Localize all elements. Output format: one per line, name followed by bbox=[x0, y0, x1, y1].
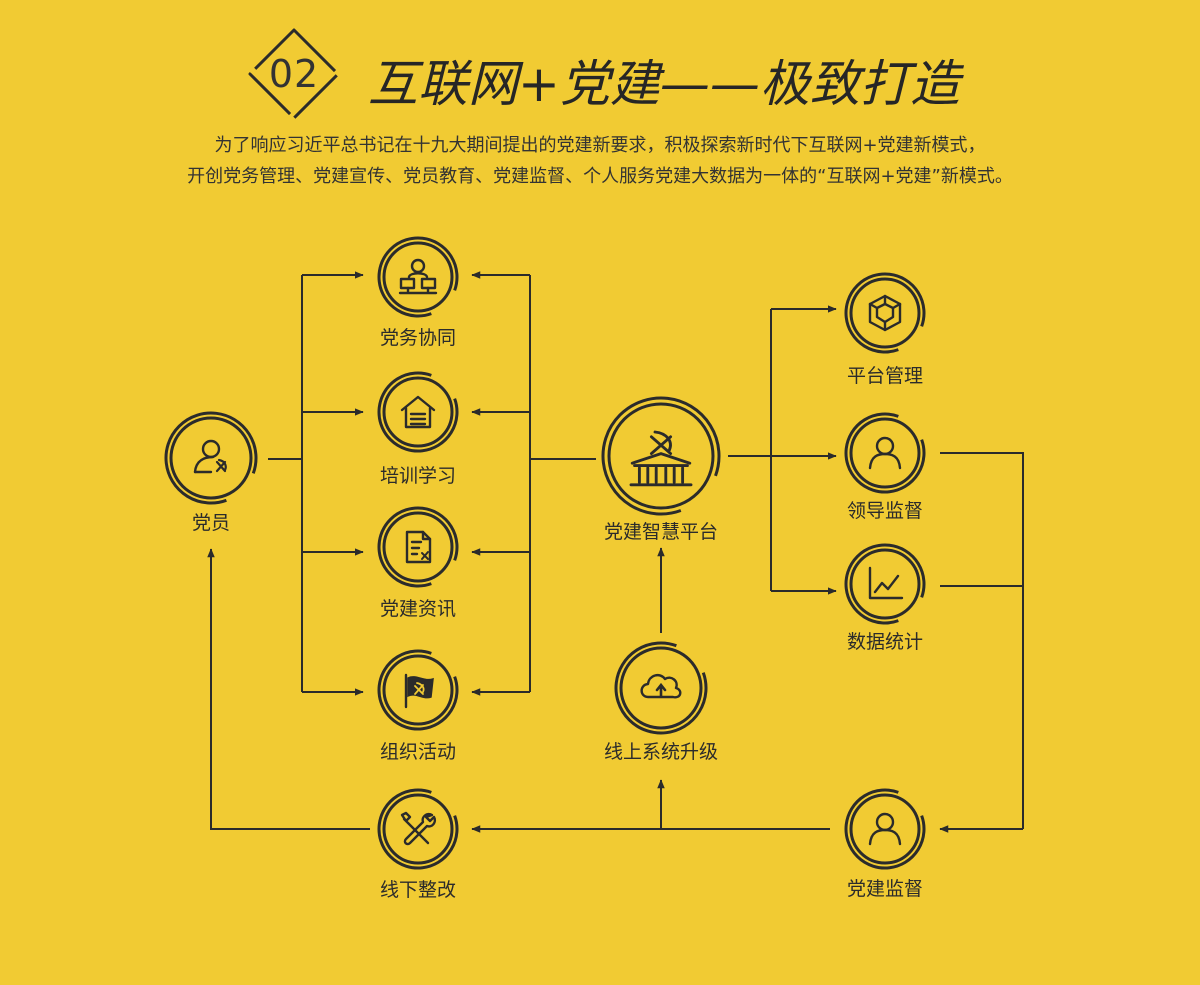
node-ring bbox=[377, 371, 459, 453]
node-circle bbox=[382, 654, 454, 726]
node-circle bbox=[382, 511, 454, 583]
node-platform-mgmt bbox=[844, 272, 926, 354]
node-ring bbox=[844, 543, 926, 625]
label-platform: 党建智慧平台 bbox=[603, 521, 718, 543]
node-circle bbox=[382, 376, 454, 448]
hall-emblem-icon bbox=[629, 430, 693, 487]
team-collaboration-icon bbox=[398, 258, 438, 295]
header: 02 互联网+党建——极致打造 为了响应习近平总书记在十九大期间提出的党建新要求… bbox=[0, 0, 1200, 210]
node-upgrade bbox=[614, 641, 708, 735]
node-data-stats bbox=[844, 543, 926, 625]
badge-number: 02 bbox=[268, 52, 320, 96]
school-building-icon bbox=[400, 395, 436, 429]
subtitle-line-1: 为了响应习近平总书记在十九大期间提出的党建新要求，积极探索新时代下互联网+党建新… bbox=[214, 135, 986, 156]
node-leader-supervision bbox=[844, 412, 926, 494]
label-news: 党建资讯 bbox=[379, 598, 456, 620]
node-ring bbox=[377, 788, 459, 870]
node-ring bbox=[601, 396, 721, 516]
person-icon bbox=[868, 812, 902, 846]
label-training: 培训学习 bbox=[379, 465, 456, 487]
person-icon bbox=[868, 436, 902, 470]
node-party-supervision bbox=[844, 788, 926, 870]
node-ring bbox=[377, 506, 459, 588]
node-party-affairs bbox=[377, 236, 459, 318]
party-member-icon bbox=[193, 439, 227, 474]
node-rectify bbox=[377, 788, 459, 870]
label-activities: 组织活动 bbox=[379, 741, 456, 763]
node-ring bbox=[377, 649, 459, 731]
line-chart-icon bbox=[868, 566, 904, 600]
node-member bbox=[164, 411, 258, 505]
label-rectify: 线下整改 bbox=[379, 879, 456, 901]
label-party-supervision: 党建监督 bbox=[846, 878, 923, 900]
document-icon bbox=[405, 530, 432, 564]
node-ring bbox=[844, 788, 926, 870]
node-ring bbox=[844, 272, 926, 354]
subtitle: 为了响应习近平总书记在十九大期间提出的党建新要求，积极探索新时代下互联网+党建新… bbox=[0, 130, 1200, 192]
party-flag-icon bbox=[404, 673, 434, 709]
node-circle bbox=[619, 646, 703, 730]
node-training bbox=[377, 371, 459, 453]
subtitle-line-2: 开创党务管理、党建宣传、党员教育、党建监督、个人服务党建大数据为一体的“互联网+… bbox=[187, 166, 1013, 187]
node-ring bbox=[377, 236, 459, 318]
node-ring bbox=[844, 412, 926, 494]
page-title: 互联网+党建——极致打造 bbox=[368, 55, 960, 113]
connector-leader-out bbox=[940, 452, 1024, 829]
node-circle bbox=[849, 417, 921, 489]
node-news bbox=[377, 506, 459, 588]
node-circle bbox=[849, 277, 921, 349]
section-badge: 02 bbox=[246, 26, 342, 122]
label-data-stats: 数据统计 bbox=[846, 631, 923, 653]
node-circle bbox=[849, 548, 921, 620]
tools-icon bbox=[400, 811, 437, 846]
node-circle bbox=[607, 402, 715, 510]
cloud-upload-icon bbox=[640, 673, 682, 699]
label-platform-mgmt: 平台管理 bbox=[846, 365, 923, 387]
node-circle bbox=[382, 793, 454, 865]
node-ring bbox=[614, 641, 708, 735]
node-circle bbox=[382, 241, 454, 313]
label-upgrade: 线上系统升级 bbox=[603, 741, 718, 763]
node-ring bbox=[164, 411, 258, 505]
node-circle bbox=[169, 416, 253, 500]
label-leader-supervision: 领导监督 bbox=[846, 500, 923, 522]
node-circle bbox=[849, 793, 921, 865]
node-activities bbox=[377, 649, 459, 731]
label-member: 党员 bbox=[191, 512, 230, 534]
label-party-affairs: 党务协同 bbox=[379, 327, 456, 349]
cube-icon bbox=[868, 294, 902, 332]
arrow-rectify-to-member bbox=[207, 548, 370, 830]
node-platform bbox=[601, 396, 721, 516]
